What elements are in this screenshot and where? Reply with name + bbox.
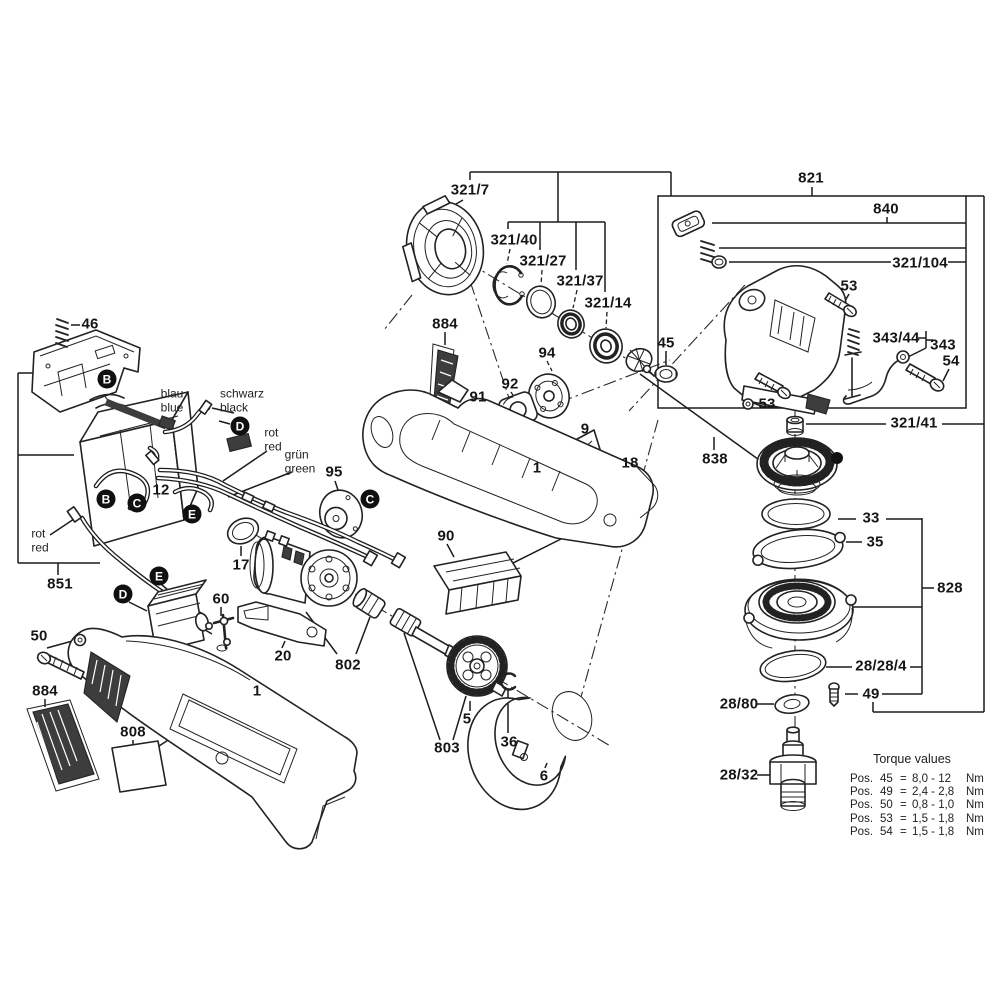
circlip-36 <box>500 672 517 691</box>
row-prefix: Pos. <box>850 825 874 838</box>
pivot-lever-60 <box>212 613 235 652</box>
spindle-lock-button-840 <box>671 210 706 238</box>
row-unit: Nm <box>966 786 984 799</box>
o-ring-321-104 <box>711 255 727 269</box>
spindle-28-32 <box>769 726 817 811</box>
bearing-flange-828 <box>743 578 857 649</box>
bushing-321-41 <box>786 415 804 436</box>
o-ring-33 <box>761 498 831 530</box>
row-unit: Nm <box>966 812 984 825</box>
row-range: 2,4 - 2,8 <box>912 786 955 799</box>
row-pos: 45 <box>880 773 893 785</box>
row-range: 1,5 - 1,8 <box>912 812 955 825</box>
crown-gear-838 <box>756 437 843 496</box>
spring-46 <box>55 318 69 348</box>
torque-table-title: Torque values <box>873 752 951 766</box>
torque-row-53: Pos. 53 = 1,5 - 1,8 Nm <box>850 813 990 826</box>
torque-row-50: Pos. 50 = 0,8 - 1,0 Nm <box>850 799 990 812</box>
torque-row-54: Pos. 54 = 1,5 - 1,8 Nm <box>850 826 990 839</box>
row-range: 1,5 - 1,8 <box>912 825 955 838</box>
bearing-cover-6 <box>467 691 593 811</box>
row-separator: = <box>900 773 907 785</box>
row-prefix: Pos. <box>850 799 874 812</box>
gasket-35 <box>752 528 846 570</box>
o-ring-321-27 <box>525 285 557 319</box>
bearing-321-14 <box>589 328 623 364</box>
motor <box>249 530 358 607</box>
coupling <box>352 588 386 619</box>
screw-49 <box>828 682 840 707</box>
row-separator: = <box>900 786 907 799</box>
row-separator: = <box>900 812 907 825</box>
button-spring <box>700 240 715 264</box>
row-unit: Nm <box>966 799 984 812</box>
washer-28-80 <box>774 693 810 715</box>
bearing-plate-94 <box>528 373 570 419</box>
handle-bar-20 <box>237 601 327 647</box>
brush-plate-assembly <box>31 318 141 413</box>
torque-row-49: Pos. 49 = 2,4 - 2,8 Nm <box>850 786 990 799</box>
spring-343-44 <box>847 328 860 356</box>
row-separator: = <box>900 799 907 812</box>
o-ring-28-28-4 <box>759 649 827 683</box>
row-prefix: Pos. <box>850 812 874 825</box>
row-range: 8,0 - 12 <box>912 773 951 785</box>
grip-insert-884-bottom <box>26 699 100 792</box>
screw-54 <box>905 363 945 392</box>
air-filter-90 <box>433 551 522 615</box>
row-prefix: Pos. <box>850 786 874 799</box>
circlip-321-40 <box>492 265 525 306</box>
wiring-harness <box>66 398 407 617</box>
row-unit: Nm <box>966 773 984 785</box>
bearing-321-37 <box>557 309 585 339</box>
row-pos: 49 <box>880 786 893 799</box>
guard-flange-321-7 <box>402 195 485 296</box>
torque-row-45: Pos. 45 = 8,0 - 12 Nm <box>850 773 990 786</box>
motor-housing-top <box>362 379 659 548</box>
spindle-5 <box>389 608 508 697</box>
screw-53-bottom <box>754 372 791 400</box>
row-prefix: Pos. <box>850 773 874 785</box>
motor-housing-bottom <box>67 627 358 850</box>
row-pos: 50 <box>880 799 893 812</box>
grease-dot <box>831 452 843 464</box>
label-plate-808 <box>111 740 167 793</box>
row-pos: 54 <box>880 825 893 838</box>
nut-45 <box>654 365 678 383</box>
screw-53-top <box>824 292 857 318</box>
bracket-and-leader-lines <box>17 171 985 776</box>
row-separator: = <box>900 825 907 838</box>
row-unit: Nm <box>966 825 984 838</box>
row-pos: 53 <box>880 812 893 825</box>
row-range: 0,8 - 1,0 <box>912 799 955 812</box>
release-lever-343 <box>842 350 910 405</box>
screw-50 <box>36 651 85 680</box>
retainer-ring-17 <box>226 517 260 545</box>
t-pin <box>844 351 862 400</box>
pinion-gear <box>625 347 655 377</box>
bearing-cap-95 <box>318 489 364 539</box>
